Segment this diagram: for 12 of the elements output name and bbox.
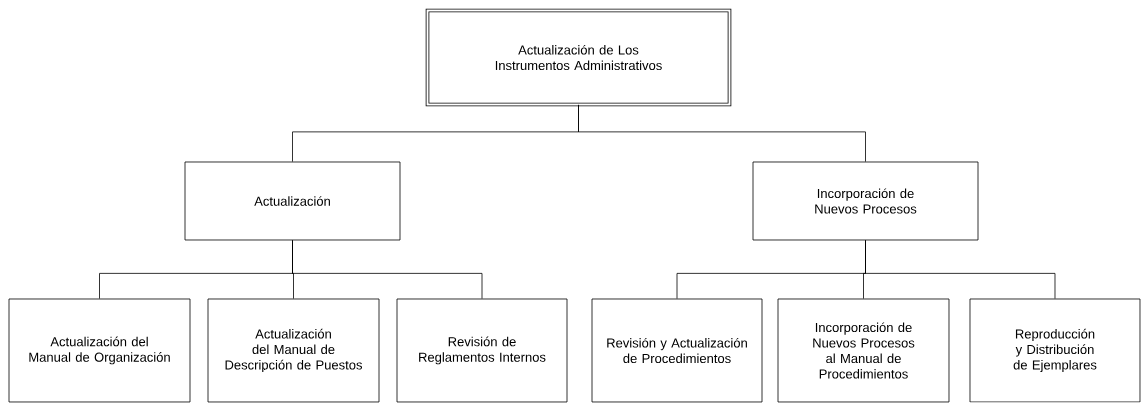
process-box: Reproducción y Distribución de Ejemplares: [969, 298, 1141, 403]
process-box: Revisión de Reglamentos Internos: [396, 298, 568, 403]
process-box: Actualización: [184, 161, 401, 241]
title-box: Actualización de Los Instrumentos Administrativos: [425, 8, 732, 107]
process-box: Incorporación de Nuevos Procesos: [752, 161, 979, 241]
connector: [865, 240, 1056, 299]
connector: [578, 104, 866, 162]
process-box: Actualización del Manual de Organización: [8, 298, 191, 403]
process-box: Incorporación de Nuevos Procesos al Manual de Procedimientos: [777, 298, 950, 403]
process-box: Actualización del Manual de Descripción de Puestos: [207, 298, 380, 403]
connector: [292, 240, 483, 299]
process-box: Revisión y Actualización de Procedimientos: [591, 298, 763, 403]
